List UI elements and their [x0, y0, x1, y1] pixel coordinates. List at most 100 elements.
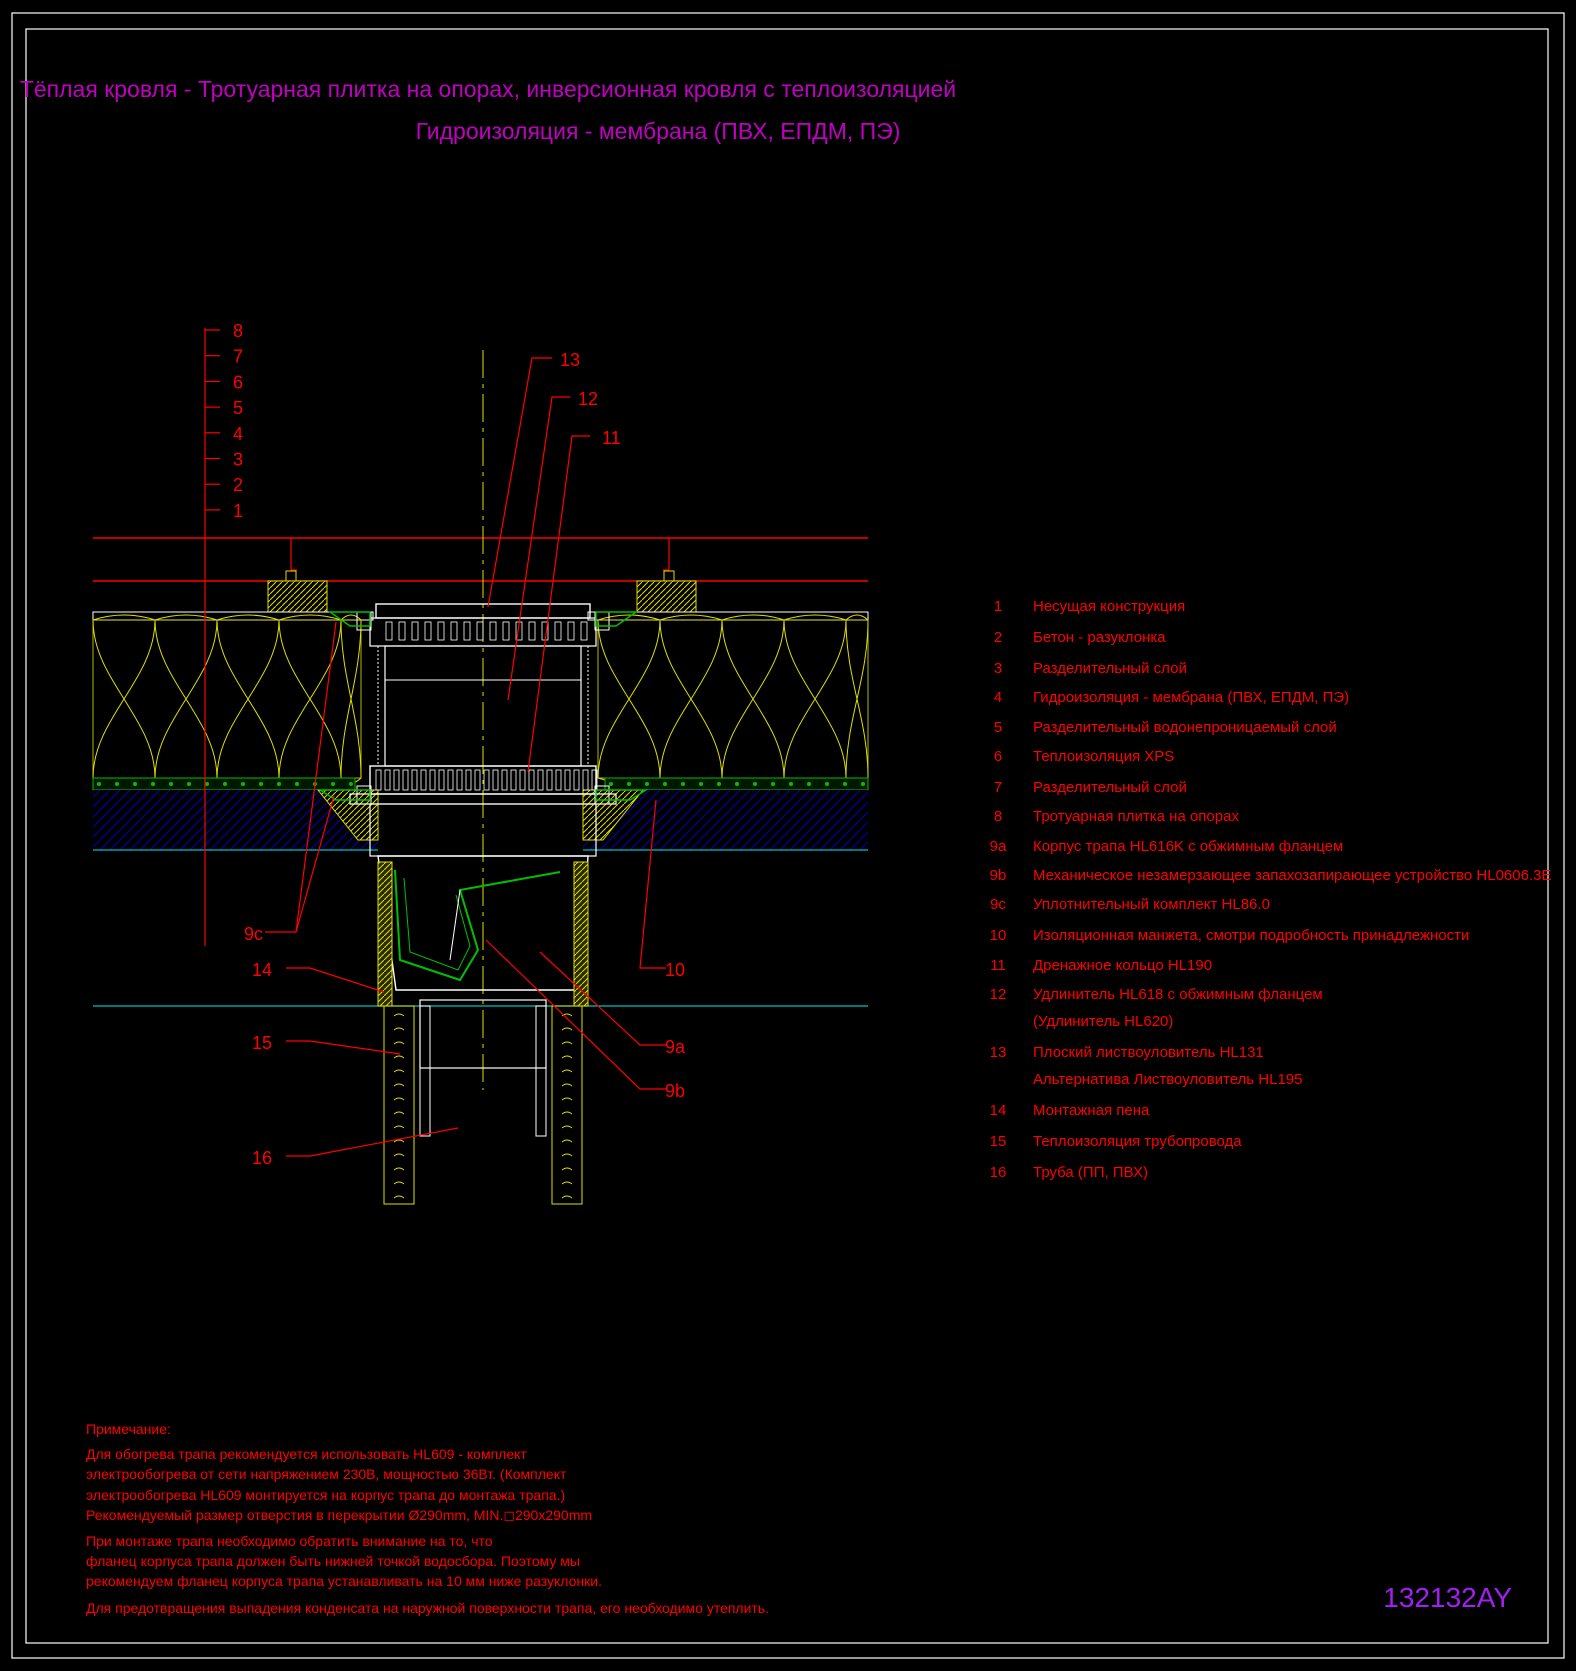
- drainage-ring-rib: [573, 769, 580, 791]
- membrane-dot: [97, 782, 101, 786]
- insulation-wave: [92, 614, 156, 784]
- layer-number-6: 6: [233, 372, 243, 392]
- drainage-ring-rib: [555, 769, 562, 791]
- legend-text: Тротуарная плитка на опорах: [1033, 808, 1239, 825]
- pipe-insulation-mark: [561, 1181, 573, 1185]
- odour-trap-flap: [394, 869, 561, 982]
- drawing-subtitle: Гидроизоляция - мембрана (ПВХ, ЕПДМ, ПЭ): [416, 118, 901, 144]
- leaf-guard-rib: [411, 621, 419, 641]
- pipe-insulation-mark: [561, 1027, 573, 1031]
- upper-clamp-right: [594, 611, 610, 631]
- pipe-insulation-mark: [561, 1125, 573, 1129]
- drainage-ring-rib: [546, 769, 553, 791]
- legend-text: Корпус трапа HL616K с обжимным фланцем: [1033, 838, 1343, 855]
- membrane-dot: [187, 782, 191, 786]
- pipe-insulation-mark: [561, 1083, 573, 1087]
- leader-15: [286, 1040, 401, 1055]
- legend-text: Несущая конструкция: [1033, 598, 1185, 615]
- sealing-collar-left: [327, 611, 371, 627]
- leader-9c-b: [295, 795, 335, 933]
- notes-heading: Примечание:: [86, 1421, 171, 1437]
- leader-11: [527, 435, 590, 773]
- leader-9a: [539, 951, 666, 1046]
- pipe-insulation-mark: [393, 1125, 405, 1129]
- pipe-insulation-mark: [561, 1069, 573, 1073]
- odour-trap-pivot: [449, 889, 461, 961]
- pipe-insulation-mark: [393, 1055, 405, 1059]
- drainage-ring-rib: [474, 769, 481, 791]
- insulation-wave: [216, 614, 280, 784]
- leader-9b: [485, 939, 666, 1090]
- pedestal-left: [267, 580, 328, 613]
- upper-clamp-left: [356, 611, 372, 631]
- legend-text-secondary: (Удлинитель HL620): [1033, 1013, 1173, 1030]
- legend-text: Труба (ПП, ПВХ): [1033, 1164, 1148, 1181]
- xps-insulation-left-outline: [92, 619, 362, 779]
- layer-number-2: 2: [233, 475, 243, 495]
- pipe-insulation-mark: [561, 1139, 573, 1143]
- insulation-wave: [154, 614, 218, 784]
- callout-11: 11: [602, 428, 621, 448]
- leader-9c-a: [265, 621, 337, 933]
- pipe-insulation-mark: [561, 1167, 573, 1171]
- legend-number: 9c: [990, 896, 1006, 913]
- pipe-wall-left: [419, 1005, 431, 1137]
- pedestal-head-right: [663, 570, 675, 582]
- legend-number: 4: [994, 689, 1002, 706]
- drain-clamp-right: [594, 785, 610, 805]
- note-line-4: Рекомендуемый размер отверстия в перекры…: [86, 1507, 592, 1523]
- tile-joint-right: [663, 538, 670, 571]
- membrane-dot: [277, 782, 281, 786]
- membrane-dot: [699, 782, 703, 786]
- legend-number: 8: [994, 808, 1002, 825]
- callout-9c: 9c: [244, 924, 263, 944]
- membrane-dot: [115, 782, 119, 786]
- pipe-insulation-mark: [393, 1027, 405, 1031]
- tile-joint-left: [290, 538, 297, 571]
- pipe-insulation-mark: [561, 1013, 573, 1017]
- insulation-wave: [721, 614, 785, 784]
- insulation-wave: [340, 614, 362, 784]
- membrane-dot: [627, 782, 631, 786]
- drainage-ring-rib: [375, 769, 382, 791]
- note-line-6: фланец корпуса трапа должен быть нижней …: [86, 1553, 580, 1569]
- leaf-guard-rib: [476, 621, 484, 641]
- legend-number: 1: [994, 598, 1002, 615]
- membrane-dot: [133, 782, 137, 786]
- membrane-dot: [151, 782, 155, 786]
- membrane-dot: [843, 782, 847, 786]
- drainage-ring-rib: [447, 769, 454, 791]
- outer-frame: [11, 12, 1565, 1659]
- layer-number-3: 3: [233, 450, 243, 470]
- leaf-guard-rib: [463, 621, 471, 641]
- legend-text: Механическое незамерзающее запахозапираю…: [1033, 867, 1551, 884]
- membrane-dot: [789, 782, 793, 786]
- legend-text: Разделительный слой: [1033, 779, 1187, 796]
- sealing-collar-lower-right: [595, 789, 649, 801]
- membrane-dot: [807, 782, 811, 786]
- leaf-guard-rib: [528, 621, 536, 641]
- pipe-insulation-mark: [561, 1153, 573, 1157]
- leaf-guard-rib: [554, 621, 562, 641]
- drainage-ring-rib: [411, 769, 418, 791]
- layer-number-4: 4: [233, 424, 243, 444]
- membrane-dot: [349, 782, 353, 786]
- layer-number-1: 1: [233, 501, 243, 521]
- callout-14: 14: [252, 960, 272, 980]
- pipe-insulation-mark: [393, 1013, 405, 1017]
- legend-number: 7: [994, 779, 1002, 796]
- sealing-collar-lower-left: [317, 789, 371, 801]
- legend-number: 13: [990, 1044, 1007, 1061]
- layer-index-ticks: [205, 329, 220, 511]
- note-line-2: электрообогрева от сети напряжением 230В…: [86, 1466, 567, 1482]
- pipe-insulation-mark: [393, 1097, 405, 1101]
- leader-13: [487, 357, 552, 608]
- legend-number: 3: [994, 660, 1002, 677]
- pipe-insulation-mark: [393, 1069, 405, 1073]
- pipe-insulation-mark: [393, 1153, 405, 1157]
- note-line-8: Для предотвращения выпадения конденсата …: [86, 1600, 769, 1616]
- odour-trap-flap-inner: [403, 877, 471, 971]
- callout-12: 12: [578, 389, 598, 409]
- insulation-wave: [278, 614, 342, 784]
- note-line-1: Для обогрева трапа рекомендуется использ…: [86, 1446, 527, 1462]
